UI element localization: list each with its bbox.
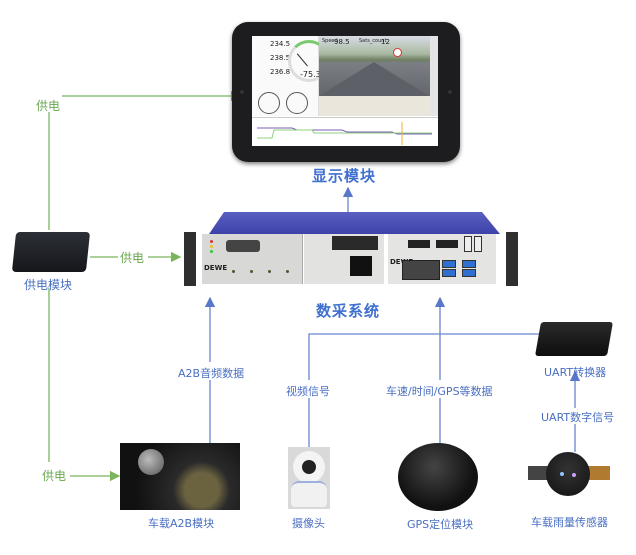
status-led-yellow (210, 245, 213, 248)
screen-value-3: 236.8 (270, 68, 291, 76)
ch3-led (286, 270, 289, 273)
displayport-1 (408, 240, 430, 248)
displayport-2 (436, 240, 458, 248)
screen-video-feed: Speed 98.5 Sats_count 12 (319, 36, 430, 96)
db9-connector (226, 240, 260, 252)
rack-ear-right (506, 232, 518, 286)
usb3-port-3 (462, 260, 476, 268)
gps-module-label: GPS定位模块 (407, 518, 474, 531)
status-led-red (210, 240, 213, 243)
tablet-camera-dot (240, 90, 244, 94)
speed-sign-icon (393, 48, 402, 57)
screen-timeline-graph (252, 117, 438, 146)
screen-toolbar (430, 36, 438, 116)
uart-converter-label: UART转换器 (544, 366, 607, 379)
a2b-module-label: 车载A2B模块 (148, 517, 215, 530)
ethernet-ports (402, 260, 440, 280)
cpu-brand-logo: DEWE (390, 258, 413, 266)
camera-line-upper (308, 333, 540, 380)
daq-chassis: DEWE DEWE (184, 212, 518, 292)
rain-sensor-connector (588, 466, 610, 480)
rain-sensor-arm-left (528, 466, 548, 480)
speed-value: 98.5 (334, 38, 350, 46)
power-label-display: 供电 (36, 99, 61, 113)
switch-block (350, 256, 372, 276)
ch1-led (250, 270, 253, 273)
screen-map (319, 96, 430, 116)
sats-label: Sats_count (359, 38, 387, 44)
usb3-port-2 (442, 269, 456, 277)
gauge-value: -75.3 (300, 70, 321, 79)
daq-system-label: 数采系统 (316, 302, 381, 320)
video-signal-label: 视频信号 (286, 385, 330, 398)
tablet-sensor-dot (448, 90, 452, 94)
gps-data-label: 车速/时间/GPS等数据 (386, 385, 493, 398)
display-module-label: 显示模块 (312, 167, 377, 185)
a2b-data-label: A2B音频数据 (178, 367, 245, 380)
rack-ear-left (184, 232, 196, 286)
display-tablet: 234.5 238.5 236.8 -75.3 Speed 98.5 Sats_… (232, 22, 460, 162)
polar-plot-2 (286, 92, 308, 114)
daq-top-cover (209, 212, 500, 234)
daq-module-cpu: DEWE (388, 234, 496, 284)
usb-a-port-2 (474, 236, 482, 252)
power-label-daq: 供电 (120, 251, 145, 265)
rain-sensor-body (546, 452, 590, 496)
uart-converter-device (535, 322, 613, 356)
screen-value-2: 238.5 (270, 54, 291, 62)
usb-a-port-1 (464, 236, 472, 252)
daq-module-a2b: DEWE (202, 234, 303, 284)
sats-value: 12 (381, 38, 390, 46)
rain-sensor-image (528, 452, 612, 496)
rain-sensor-led-1 (560, 472, 564, 476)
daq-brand-logo: DEWE (204, 264, 228, 272)
tablet-screen: 234.5 238.5 236.8 -75.3 Speed 98.5 Sats_… (252, 36, 438, 146)
polar-plot-1 (258, 92, 280, 114)
power-label-a2b: 供电 (42, 469, 67, 483)
daq-module-io (304, 234, 384, 284)
uart-signal-label: UART数字信号 (541, 411, 615, 424)
rain-sensor-led-2 (572, 473, 576, 477)
screen-value-1: 234.5 (270, 40, 291, 48)
ch2-led (268, 270, 271, 273)
gps-module-image (398, 443, 478, 511)
power-module-device (11, 232, 91, 272)
usb3-port-4 (462, 269, 476, 277)
camera-image (288, 447, 330, 509)
terminal-block (332, 236, 378, 250)
rain-sensor-label: 车载雨量传感器 (531, 516, 608, 529)
power-led (232, 270, 235, 273)
camera-head (293, 451, 325, 483)
a2b-module-image (120, 443, 240, 510)
speed-label: Speed (322, 38, 338, 44)
road-image (319, 62, 429, 96)
usb3-port-1 (442, 260, 456, 268)
status-led-green (210, 250, 213, 253)
camera-base (291, 481, 327, 507)
camera-label: 摄像头 (292, 517, 325, 530)
power-module-label: 供电模块 (24, 278, 73, 292)
tweeter-speaker (138, 449, 164, 475)
camera-lens (302, 460, 316, 474)
